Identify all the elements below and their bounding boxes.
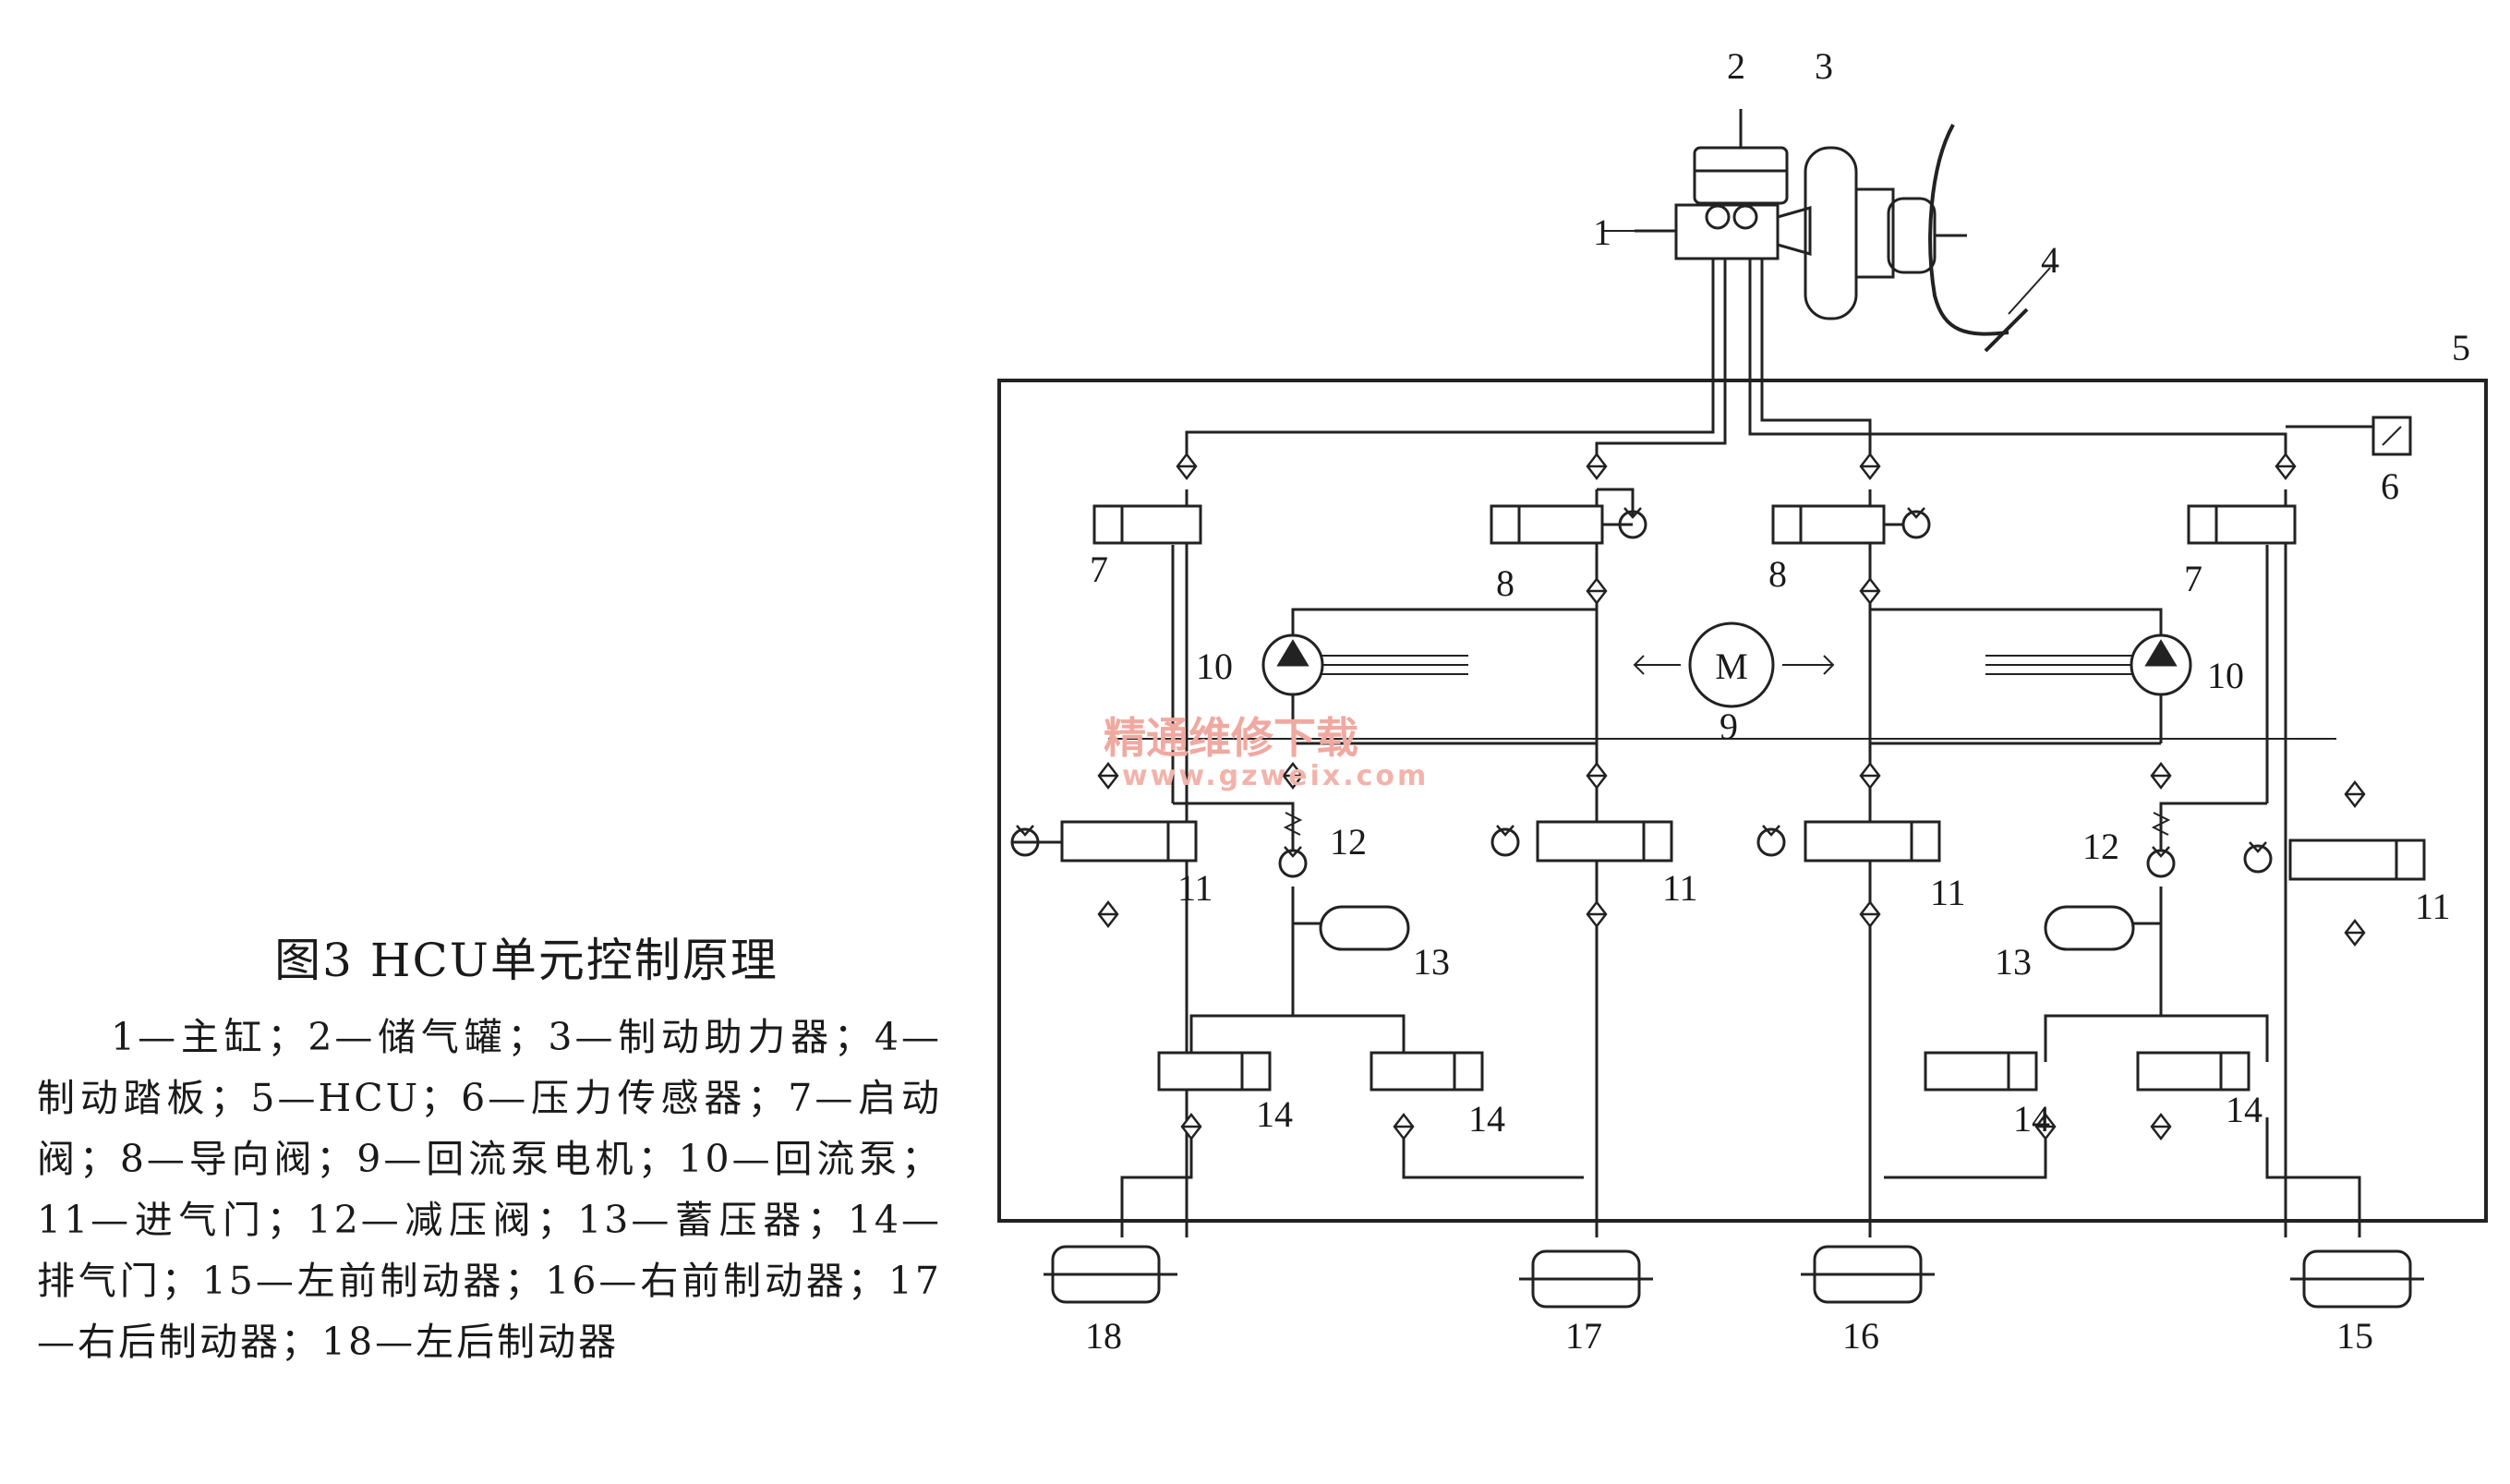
figure-title: 图3 HCU单元控制原理 xyxy=(274,934,778,987)
label-11-a: 11 xyxy=(1177,867,1213,909)
watermark-line1: 精通维修下载 xyxy=(1104,713,1358,763)
check-valve-group xyxy=(1097,452,2366,1140)
label-14-b: 14 xyxy=(1468,1098,1505,1140)
label-8-right: 8 xyxy=(1768,553,1787,595)
label-9: 9 xyxy=(1720,706,1738,747)
label-11-b: 11 xyxy=(1662,867,1698,909)
label-14-c: 14 xyxy=(2013,1098,2050,1140)
reservoir xyxy=(1693,146,1789,205)
label-18: 18 xyxy=(1085,1315,1122,1357)
label-6: 6 xyxy=(2381,465,2399,507)
label-14-a: 14 xyxy=(1256,1093,1293,1135)
figure-caption: 图3 HCU单元控制原理 1—主缸；2—储气罐；3—制动助力器；4—制动踏板；5… xyxy=(37,923,942,1372)
label-11-d: 11 xyxy=(2415,886,2451,927)
label-8-left: 8 xyxy=(1496,562,1514,604)
motor-symbol: M xyxy=(1715,645,1748,687)
label-13-left: 13 xyxy=(1413,941,1450,983)
label-10-left: 10 xyxy=(1196,645,1233,687)
brake-pedal xyxy=(1928,124,2009,336)
label-2: 2 xyxy=(1727,45,1745,87)
label-11-c: 11 xyxy=(1930,872,1966,913)
component-labels: 1 2 3 4 5 6 7 8 8 7 10 9 10 12 11 11 11 … xyxy=(1085,45,2470,1357)
label-17: 17 xyxy=(1565,1315,1602,1357)
label-7-left: 7 xyxy=(1090,549,1108,590)
accumulator-right xyxy=(2044,905,2135,951)
label-13-right: 13 xyxy=(1995,941,2032,983)
label-14-d: 14 xyxy=(2226,1089,2263,1130)
watermark-line2: www.gzweix.com xyxy=(1122,760,1429,792)
label-1: 1 xyxy=(1593,211,1611,253)
label-5: 5 xyxy=(2452,327,2470,368)
label-4: 4 xyxy=(2041,239,2059,281)
figure-legend: 1—主缸；2—储气罐；3—制动助力器；4—制动踏板；5—HCU；6—压力传感器；… xyxy=(37,1015,942,1364)
label-3: 3 xyxy=(1815,45,1833,87)
brake-booster xyxy=(1804,146,1858,320)
accumulator-left xyxy=(1319,905,1410,951)
valve-group xyxy=(1060,504,2426,1092)
label-12-right: 12 xyxy=(2082,826,2119,867)
pressure-sensor xyxy=(2371,416,2412,456)
pump-motor xyxy=(1688,621,1775,708)
label-12-left: 12 xyxy=(1330,821,1367,863)
label-10-right: 10 xyxy=(2207,655,2244,696)
label-15: 15 xyxy=(2336,1315,2373,1357)
label-7-right: 7 xyxy=(2184,558,2202,599)
hcu-box xyxy=(997,379,2488,1223)
label-16: 16 xyxy=(1842,1315,1879,1357)
